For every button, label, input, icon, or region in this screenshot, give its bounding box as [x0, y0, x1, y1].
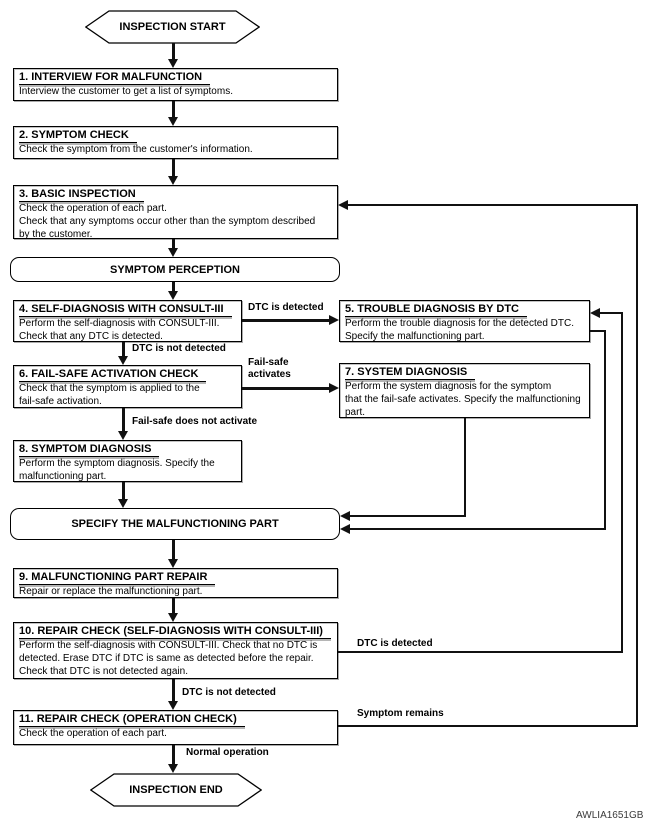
feedback-line — [590, 330, 606, 332]
flow-line — [121, 408, 125, 431]
step-body: Check that the symptom is applied to the… — [19, 383, 200, 407]
step-7-box: 7. SYSTEM DIAGNOSIS Perform the system d… — [339, 363, 590, 418]
step-body: Perform the trouble diagnosis for the de… — [345, 318, 575, 342]
step-title: 5. TROUBLE DIAGNOSIS BY DTC — [345, 303, 584, 317]
terminator-end-shape — [90, 773, 262, 807]
edge-label-symptom-remains: Symptom remains — [357, 708, 444, 719]
step-5-box: 5. TROUBLE DIAGNOSIS BY DTC Perform the … — [339, 300, 590, 342]
step-title: 4. SELF-DIAGNOSIS WITH CONSULT-III — [19, 303, 236, 317]
feedback-line — [464, 418, 466, 517]
edge-label-dtc-not-detected-2: DTC is not detected — [182, 687, 276, 698]
step-body: Perform the self-diagnosis with CONSULT-… — [19, 640, 318, 677]
feedback-line — [348, 204, 638, 206]
arrow-head-down — [168, 291, 178, 300]
step-11-box: 11. REPAIR CHECK (OPERATION CHECK) Check… — [13, 710, 338, 745]
edge-label-dtc-detected: DTC is detected — [248, 302, 324, 313]
step-body: Check the operation of each part. — [19, 728, 167, 739]
step-body: Interview the customer to get a list of … — [19, 86, 233, 97]
arrow-head-left — [338, 199, 348, 210]
feedback-line — [604, 330, 606, 530]
step-10-box: 10. REPAIR CHECK (SELF-DIAGNOSIS WITH CO… — [13, 622, 338, 679]
flow-line — [171, 598, 175, 613]
step-8-box: 8. SYMPTOM DIAGNOSIS Perform the symptom… — [13, 440, 242, 482]
arrow-head-down — [118, 499, 128, 508]
step-title: 2. SYMPTOM CHECK — [19, 129, 332, 143]
step-body: Perform the self-diagnosis with CONSULT-… — [19, 318, 220, 342]
step-2-box: 2. SYMPTOM CHECK Check the symptom from … — [13, 126, 338, 159]
flow-line — [242, 386, 330, 390]
step-4-box: 4. SELF-DIAGNOSIS WITH CONSULT-III Perfo… — [13, 300, 242, 342]
arrow-head-left — [340, 523, 350, 534]
flow-line — [171, 101, 175, 117]
feedback-line — [338, 651, 623, 653]
arrow-head-down — [168, 559, 178, 568]
step-title: 6. FAIL-SAFE ACTIVATION CHECK — [19, 368, 236, 382]
arrow-head-down — [118, 356, 128, 365]
step-1-box: 1. INTERVIEW FOR MALFUNCTION Interview t… — [13, 68, 338, 101]
step-title: 10. REPAIR CHECK (SELF-DIAGNOSIS WITH CO… — [19, 625, 332, 639]
step-body: Perform the system diagnosis for the sym… — [345, 381, 581, 418]
edge-label-fail-safe-activates: Fail-safe activates — [248, 357, 291, 380]
terminator-start-shape — [85, 10, 260, 44]
step-title: 3. BASIC INSPECTION — [19, 188, 332, 202]
flow-line — [171, 540, 175, 559]
terminator-end-label: INSPECTION END — [129, 784, 223, 796]
symptom-perception-node: SYMPTOM PERCEPTION — [10, 257, 340, 282]
arrow-head-right — [329, 382, 339, 393]
step-6-box: 6. FAIL-SAFE ACTIVATION CHECK Check that… — [13, 365, 242, 408]
flow-line — [171, 679, 175, 701]
arrow-head-down — [168, 764, 178, 773]
arrow-head-down — [168, 701, 178, 710]
feedback-line — [621, 312, 623, 653]
step-body: Perform the symptom diagnosis. Specify t… — [19, 458, 215, 482]
edge-label-dtc-not-detected: DTC is not detected — [132, 343, 226, 354]
edge-label-fail-safe-does-not-activate: Fail-safe does not activate — [132, 416, 258, 427]
flow-line — [121, 482, 125, 499]
flow-line — [171, 239, 175, 248]
step-title: 11. REPAIR CHECK (OPERATION CHECK) — [19, 713, 332, 727]
arrow-head-down — [168, 59, 178, 68]
arrow-head-down — [168, 248, 178, 257]
arrow-head-down — [168, 117, 178, 126]
step-9-box: 9. MALFUNCTIONING PART REPAIR Repair or … — [13, 568, 338, 598]
arrow-head-right — [329, 314, 339, 325]
arrow-head-left — [340, 510, 350, 521]
flow-line — [171, 159, 175, 176]
feedback-line — [338, 725, 638, 727]
flow-line — [171, 43, 175, 59]
feedback-line — [636, 204, 638, 727]
edge-label-dtc-detected-loop: DTC is detected — [357, 638, 433, 649]
step-body: Repair or replace the malfunctioning par… — [19, 586, 203, 597]
arrow-head-down — [168, 613, 178, 622]
arrow-head-down — [118, 431, 128, 440]
step-3-box: 3. BASIC INSPECTION Check the operation … — [13, 185, 338, 240]
step-title: 1. INTERVIEW FOR MALFUNCTION — [19, 71, 332, 85]
terminator-start-label: INSPECTION START — [119, 21, 226, 33]
feedback-line — [350, 528, 606, 530]
flow-line — [242, 318, 330, 322]
step-title: 7. SYSTEM DIAGNOSIS — [345, 366, 584, 380]
flow-line — [171, 282, 175, 291]
feedback-line — [350, 515, 466, 517]
arrow-head-left — [590, 307, 600, 318]
specify-malfunctioning-part-node: SPECIFY THE MALFUNCTIONING PART — [10, 508, 340, 540]
arrow-head-down — [168, 176, 178, 185]
feedback-line — [600, 312, 623, 314]
step-body: Check the operation of each part. Check … — [19, 203, 316, 240]
figure-id-watermark: AWLIA1651GB — [576, 810, 644, 821]
step-body: Check the symptom from the customer's in… — [19, 144, 253, 155]
step-title: 9. MALFUNCTIONING PART REPAIR — [19, 571, 332, 585]
flow-line — [121, 342, 125, 356]
edge-label-normal-operation: Normal operation — [186, 747, 269, 758]
step-title: 8. SYMPTOM DIAGNOSIS — [19, 443, 236, 457]
flow-line — [171, 745, 175, 764]
